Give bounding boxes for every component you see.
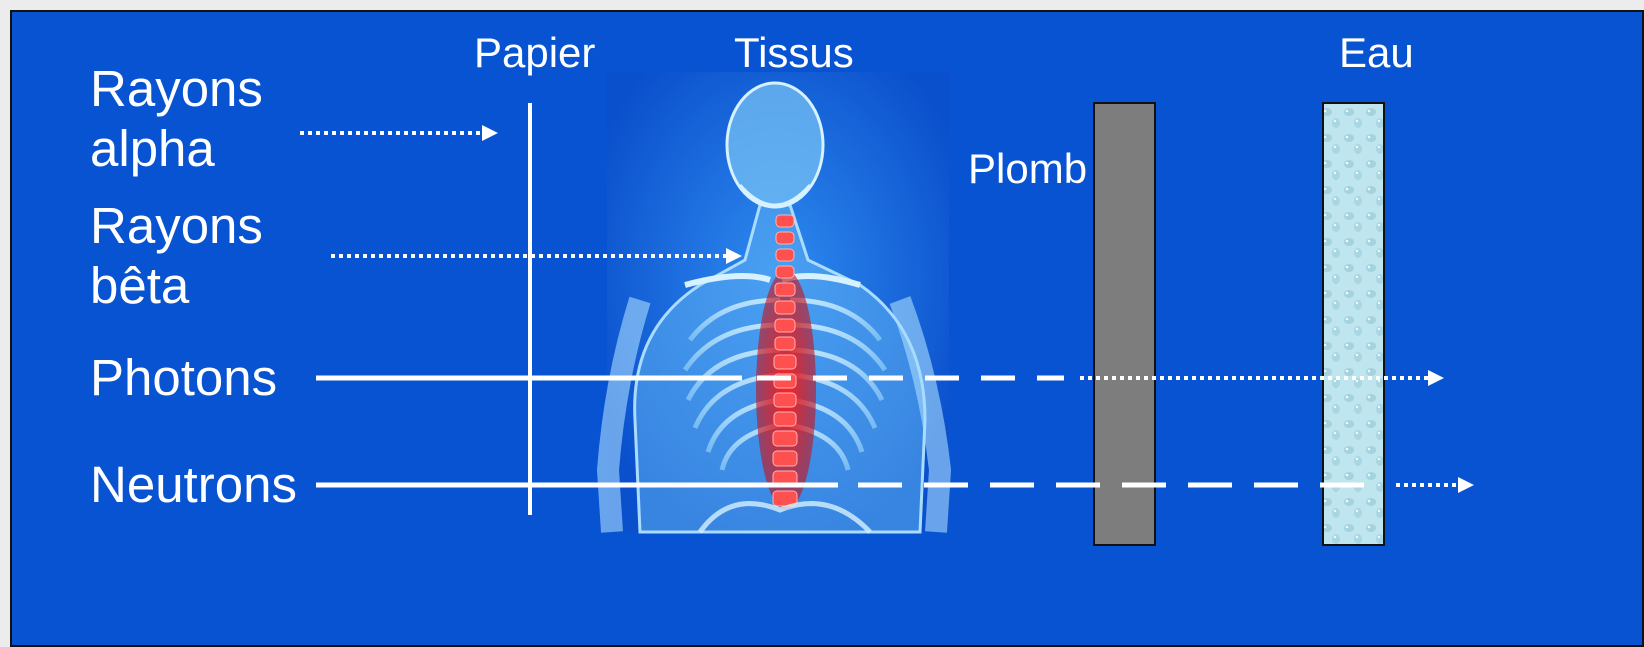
neutrons-label: Neutrons [90,455,297,515]
alpha-ray-arrow [300,125,498,141]
water-label: Eau [1339,28,1414,77]
lead-label: Plomb [968,144,1087,193]
photons-label: Photons [90,348,277,408]
water-barrier [1323,103,1384,545]
tissue-label: Tissus [734,28,854,77]
beta-rays-label: Rayons bêta [90,196,290,315]
lead-barrier [1094,103,1155,545]
alpha-rays-label: Rayons alpha [90,59,290,178]
paper-label: Papier [474,28,595,77]
tissue-skeleton-image [607,72,949,532]
